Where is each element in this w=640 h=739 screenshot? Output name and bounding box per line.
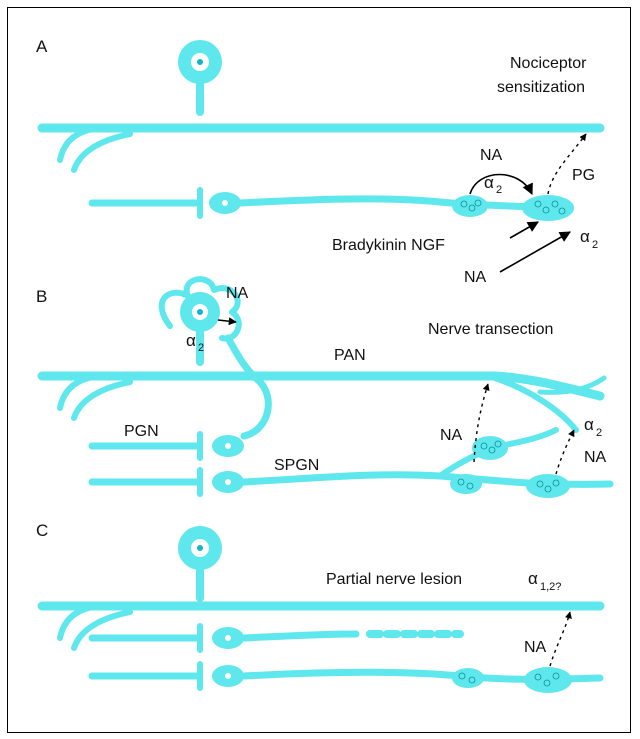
dashed-na-b-right [556,430,574,474]
label-pgn: PGN [124,423,159,440]
dorsal-root-ganglion-b [162,279,269,436]
label-alpha2-a-bottom: α [580,227,590,246]
label-alpha2-b-right: α [584,415,594,434]
label-spgn: SPGN [274,457,319,474]
panel-a-title-line1: Nociceptor [510,55,587,72]
dashed-na-c [550,612,570,666]
label-na-c: NA [524,639,547,656]
label-alpha12-sub: 1,2? [540,581,561,593]
label-alpha2-a-bottom-sub: 2 [592,239,598,251]
arrow-bradykinin [510,222,538,238]
label-na-b-right: NA [584,449,607,466]
label-na-ganglion: NA [226,285,249,302]
label-pan: PAN [334,347,366,364]
label-na-b-mid: NA [440,427,463,444]
panel-b-letter: B [36,287,47,306]
sensory-neuron-c [42,526,600,648]
label-alpha2-a: α [484,173,494,192]
label-alpha12: α [528,569,538,588]
panel-c-letter: C [36,521,48,540]
label-bradykinin-ngf: Bradykinin NGF [332,237,445,254]
panel-c: C Partial nerve lesion α 1,2? NA [36,521,600,693]
panel-b: B Nerve transection NA α 2 PAN PGN SPGN [36,279,610,498]
panel-c-title: Partial nerve lesion [326,571,462,588]
panel-a-title-line2: sensitization [497,79,585,96]
label-alpha2-b-right-sub: 2 [596,427,602,439]
label-alpha2-a-sub: 2 [496,184,502,196]
label-pg: PG [572,167,595,184]
panel-b-title: Nerve transection [428,321,553,338]
sprouting-sympathetic-fiber [228,338,268,436]
label-na-a-top: NA [480,147,503,164]
panel-a-letter: A [36,37,48,56]
label-na-a-bottom: NA [464,269,487,286]
panel-a: A Nociceptor sensitization NA α [36,37,600,286]
arrow-na-ganglion [218,320,236,322]
label-alpha2-ganglion: α [186,331,196,350]
label-alpha2-ganglion-sub: 2 [198,342,204,354]
dashed-pg-a [548,134,586,194]
